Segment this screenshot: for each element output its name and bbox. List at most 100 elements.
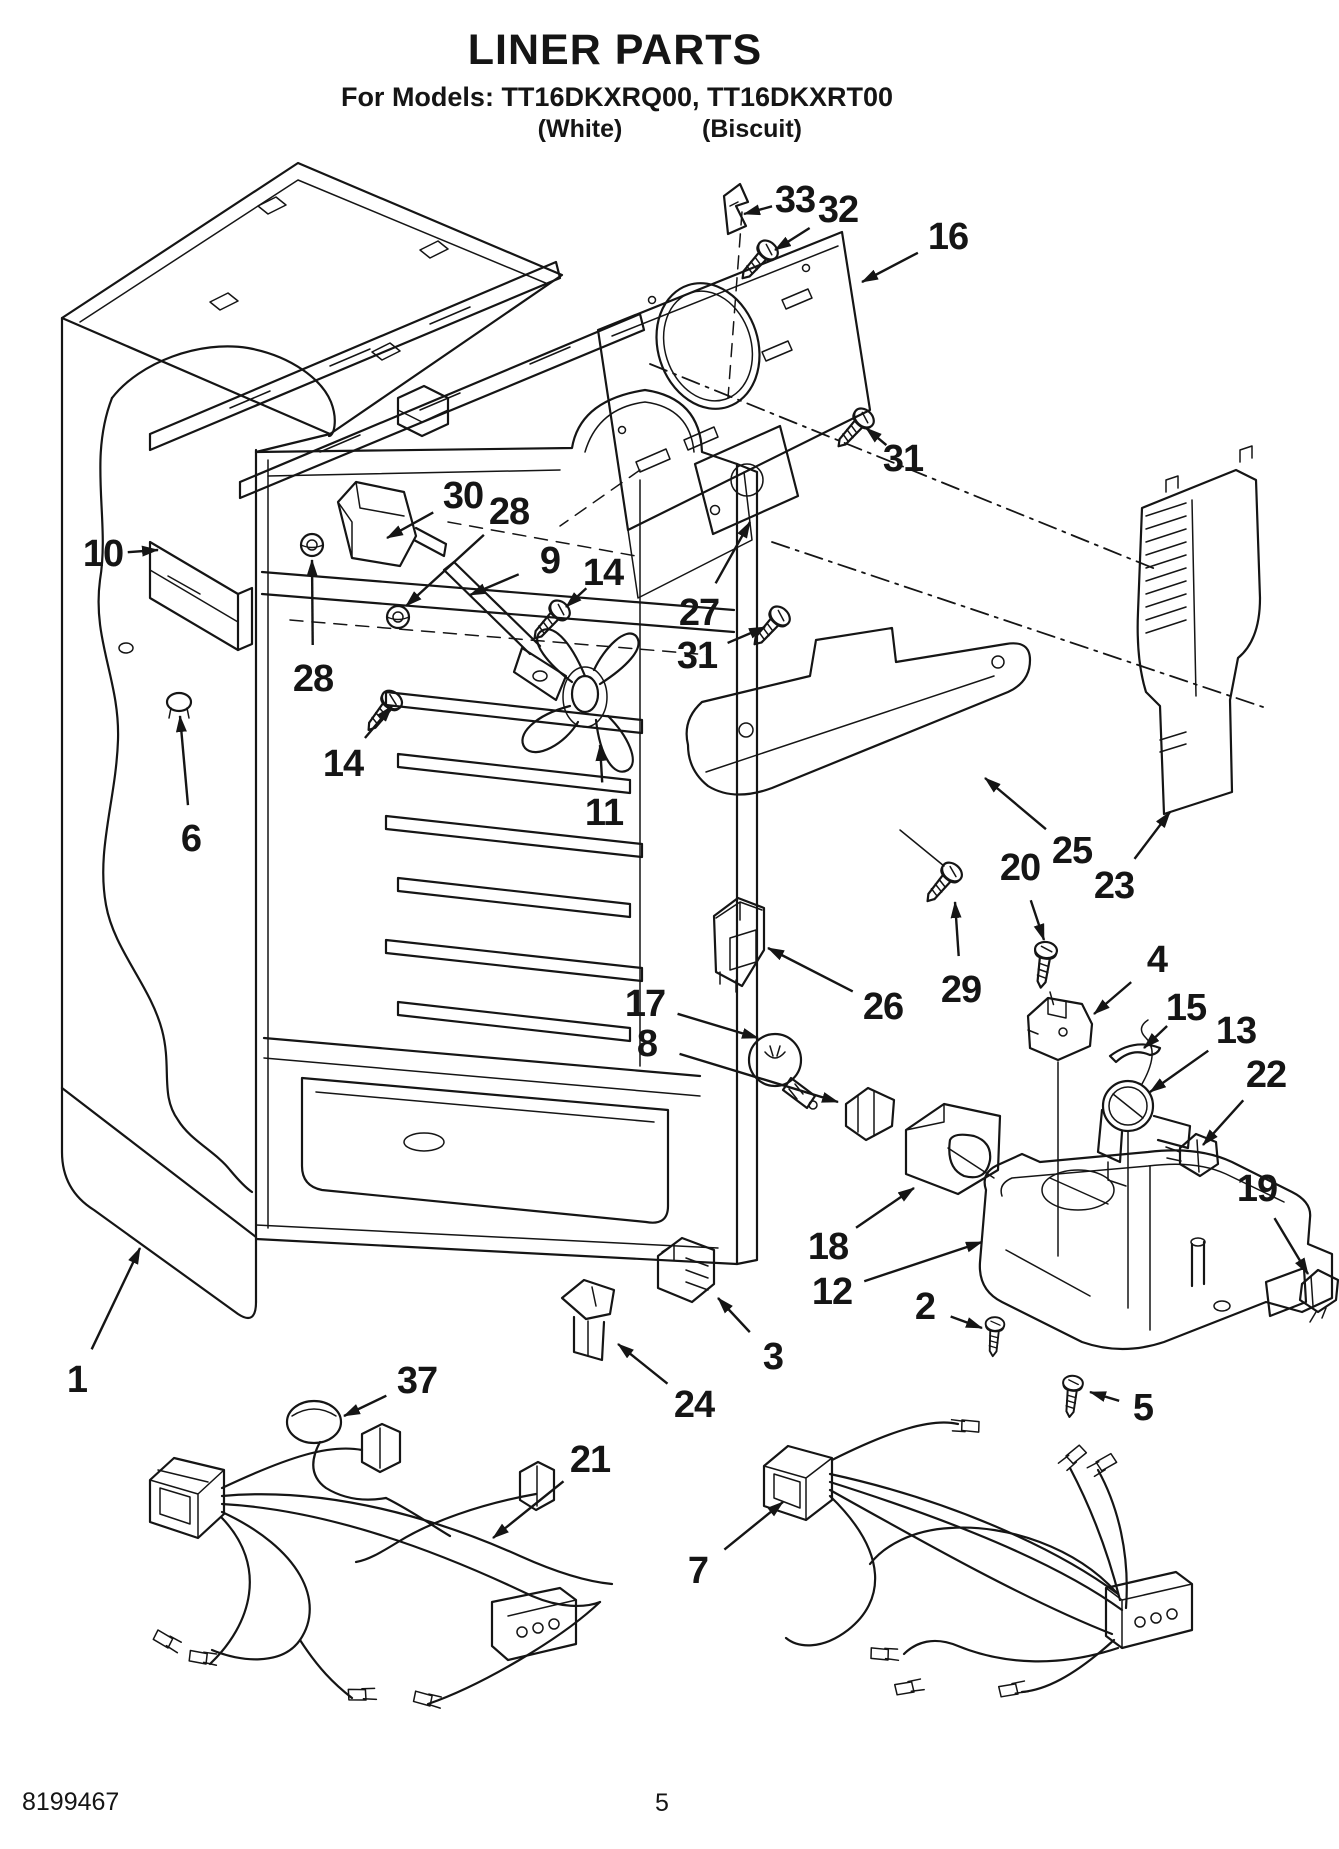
part-5-screw [1058,1373,1085,1420]
leader-arrow-13 [1149,1049,1209,1093]
leader-arrow-14 [565,587,588,608]
part-8-lamp-socket [844,1086,896,1142]
part-7-wire-harness [762,1412,1194,1706]
part-21-wire-harness [148,1422,614,1712]
part-24-support-clip [560,1278,616,1362]
leader-arrow-11 [595,744,607,783]
part-6-plug-button [165,691,193,719]
leader-arrow-33 [743,204,773,216]
part-30-fan-motor [336,480,448,568]
leader-arrow-28 [306,559,318,646]
callout-6: 6 [180,818,202,860]
leader-arrow-26 [767,946,854,993]
leader-arrow-7 [723,1501,784,1551]
part-17-light-bulb [747,1032,818,1110]
part-23-air-duct [1136,445,1262,816]
callout-37: 37 [396,1360,438,1402]
part-33-clip [722,182,750,236]
callout-22: 22 [1245,1054,1287,1096]
part-2-screw [982,1315,1006,1358]
leader-arrow-21 [492,1480,565,1539]
callout-14: 14 [322,743,364,785]
callout-11: 11 [584,792,624,834]
callout-8: 8 [636,1023,658,1065]
callout-28: 28 [292,658,334,700]
leader-arrow-9 [469,573,520,597]
leader-arrow-32 [774,226,811,252]
part-31-screw-b [745,601,795,653]
leader-arrow-28 [405,534,485,607]
assembly-axis-upper [649,363,1159,571]
callout-13: 13 [1215,1010,1257,1052]
part-15-clip [1108,1043,1162,1064]
leader-arrow-14 [364,705,393,739]
callout-30: 30 [442,475,484,517]
callout-29: 29 [940,969,982,1011]
leader-arrow-23 [1133,811,1171,860]
part-3-terminal-block [656,1236,716,1304]
assembly-axis-lower [771,541,1267,709]
part-20-screw [1028,939,1060,991]
leader-arrow-16 [861,251,919,284]
leader-arrow-18 [855,1187,915,1229]
part-28-grommet-b [299,532,325,558]
callout-16: 16 [927,216,969,258]
part-4-defrost-timer [1026,996,1094,1257]
part-37-grommet [285,1399,388,1501]
part-1-liner-cabinet [60,161,759,1320]
part-14-screw-b [358,685,407,738]
callout-28: 28 [488,491,530,533]
part-16-rear-panel [559,211,872,599]
callout-20: 20 [999,847,1041,889]
leader-arrow-31 [727,625,766,645]
callout-2: 2 [914,1286,936,1328]
document-number: 8199467 [22,1788,120,1816]
part-10-support-bracket [148,540,254,652]
callout-26: 26 [862,986,904,1028]
part-29-screw [918,857,967,910]
part-19-clip [1298,1268,1339,1323]
callout-5: 5 [1132,1387,1154,1429]
callout-17: 17 [624,983,666,1025]
part-28-grommet-a [385,604,411,630]
callout-12: 12 [811,1271,853,1313]
page-number: 5 [655,1789,669,1817]
leader-arrow-22 [1202,1099,1245,1146]
color-variant-white: (White) [537,115,623,143]
callout-19: 19 [1236,1168,1278,1210]
leader-arrow-27 [714,521,752,584]
leader-arrow-25 [984,777,1047,831]
part-11-fan-blade [521,628,640,773]
leader-arrow-8 [679,1052,839,1104]
callout-3: 3 [762,1336,784,1378]
leader-arrow-6 [175,715,190,806]
part-27-recess-plate [693,424,800,536]
callout-14: 14 [582,552,624,594]
leader-arrow-31 [865,427,888,446]
callout-18: 18 [807,1226,849,1268]
part-18-lamp-housing [904,1102,1002,1196]
part-12-drain-pan [978,1149,1334,1351]
leader-arrow-20 [1029,899,1046,941]
leader-arrows [90,204,1310,1551]
part-26-relay [712,896,766,993]
callout-1: 1 [66,1359,88,1401]
models-line: For Models: TT16DKXRQ00, TT16DKXRT00 [340,82,894,112]
leader-arrow-4 [1093,981,1132,1015]
leader-arrow-5 [1089,1390,1120,1402]
leader-arrow-12 [863,1240,983,1283]
color-variant-biscuit: (Biscuit) [702,115,802,143]
leader-arrow-1 [90,1247,142,1350]
callout-24: 24 [673,1384,715,1426]
leader-arrow-24 [617,1343,669,1385]
leader-arrow-3 [717,1297,751,1333]
leader-arrow-37 [343,1394,387,1418]
leader-arrow-10 [127,545,159,557]
leader-arrow-19 [1273,1217,1310,1275]
callout-4: 4 [1146,939,1168,981]
leader-arrow-30 [386,511,434,540]
leader-arrow-2 [950,1315,983,1330]
callout-31: 31 [676,635,718,677]
callout-21: 21 [569,1439,611,1481]
